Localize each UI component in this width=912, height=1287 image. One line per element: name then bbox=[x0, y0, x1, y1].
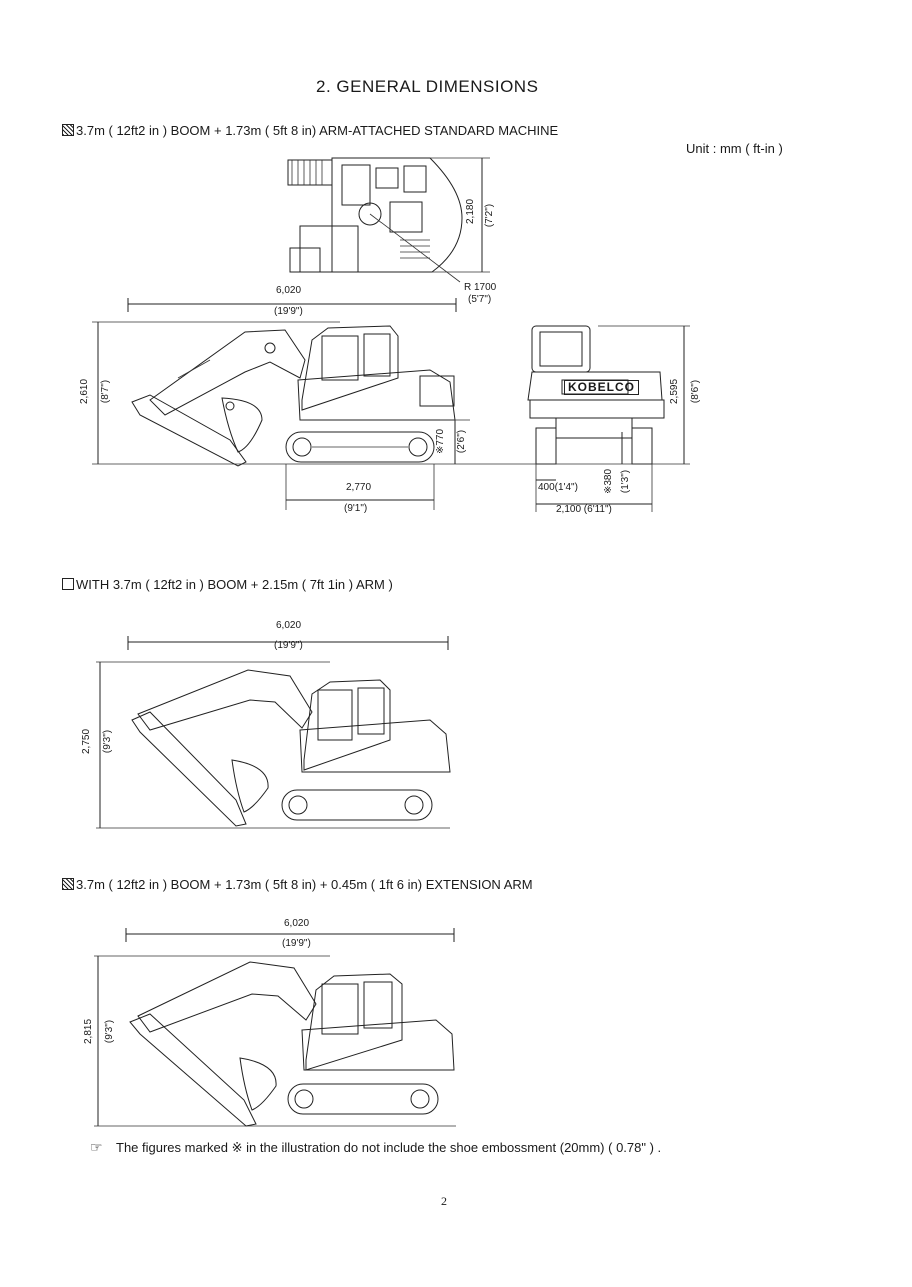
section-1-heading: 3.7m ( 12ft2 in ) BOOM + 1.73m ( 5ft 8 i… bbox=[62, 123, 558, 138]
section-3-heading: 3.7m ( 12ft2 in ) BOOM + 1.73m ( 5ft 8 i… bbox=[62, 877, 533, 892]
grouser-height-ft-dim: (1'3") bbox=[620, 469, 632, 494]
page-number: 2 bbox=[441, 1194, 447, 1208]
square-icon bbox=[62, 578, 74, 590]
tumbler-distance-dim: 2,770 bbox=[346, 482, 372, 493]
extension-arm-drawing bbox=[94, 928, 456, 1126]
ground-clearance-dim: ※770 bbox=[435, 428, 447, 455]
overall-height-ft-dim: (8'7") bbox=[100, 379, 112, 404]
side-view-drawing bbox=[92, 298, 500, 510]
s2-overall-length-ft-dim: (19'9") bbox=[274, 640, 303, 651]
top-view-drawing bbox=[288, 158, 490, 282]
top-width-dim: 2,180 bbox=[465, 198, 477, 225]
tumbler-distance-ft-dim: (9'1") bbox=[344, 503, 368, 514]
overall-length-dim: 6,020 bbox=[276, 285, 302, 296]
section-3-heading-text: 3.7m ( 12ft2 in ) BOOM + 1.73m ( 5ft 8 i… bbox=[76, 877, 533, 892]
kobelco-logo: KOBELCO bbox=[564, 380, 639, 395]
overall-length-ft-dim: (19'9") bbox=[274, 306, 303, 317]
section-2-heading-text: WITH 3.7m ( 12ft2 in ) BOOM + 2.15m ( 7f… bbox=[76, 577, 393, 592]
ground-clearance-ft-dim: (2'6") bbox=[456, 429, 468, 454]
hatched-square-icon bbox=[62, 878, 74, 890]
hatched-square-icon bbox=[62, 124, 74, 136]
s3-height-dim: 2,815 bbox=[83, 1018, 95, 1045]
front-view-drawing bbox=[500, 326, 690, 512]
grouser-height-dim: ※380 bbox=[603, 468, 615, 495]
s3-height-ft-dim: (9'3") bbox=[104, 1019, 116, 1044]
section-2-heading: WITH 3.7m ( 12ft2 in ) BOOM + 2.15m ( 7f… bbox=[62, 577, 393, 592]
shoe-width-dim: 400(1'4") bbox=[538, 482, 578, 493]
swing-radius-ft-dim: (5'7") bbox=[468, 294, 492, 305]
s3-overall-length-ft-dim: (19'9") bbox=[282, 938, 311, 949]
pointing-hand-icon: ☞ bbox=[90, 1139, 103, 1155]
s3-overall-length-dim: 6,020 bbox=[284, 918, 310, 929]
section-1-heading-text: 3.7m ( 12ft2 in ) BOOM + 1.73m ( 5ft 8 i… bbox=[76, 123, 559, 138]
arm-2-15-drawing bbox=[96, 636, 450, 828]
swing-radius-dim: R 1700 bbox=[464, 282, 497, 293]
s2-overall-length-dim: 6,020 bbox=[276, 620, 302, 631]
s2-height-dim: 2,750 bbox=[81, 728, 93, 755]
footnote: ☞ The figures marked ※ in the illustratio… bbox=[90, 1139, 661, 1156]
top-width-ft-dim: (7'2") bbox=[484, 203, 496, 228]
front-height-dim: 2,595 bbox=[669, 378, 681, 405]
front-height-ft-dim: (8'6") bbox=[690, 379, 702, 404]
footnote-text: The figures marked ※ in the illustration… bbox=[116, 1140, 662, 1155]
s2-height-ft-dim: (9'3") bbox=[102, 729, 114, 754]
unit-label: Unit : mm ( ft-in ) bbox=[686, 141, 783, 156]
page-title: 2. GENERAL DIMENSIONS bbox=[316, 77, 539, 96]
overall-height-dim: 2,610 bbox=[79, 378, 91, 405]
track-width-dim: 2,100 (6'11") bbox=[556, 504, 612, 515]
